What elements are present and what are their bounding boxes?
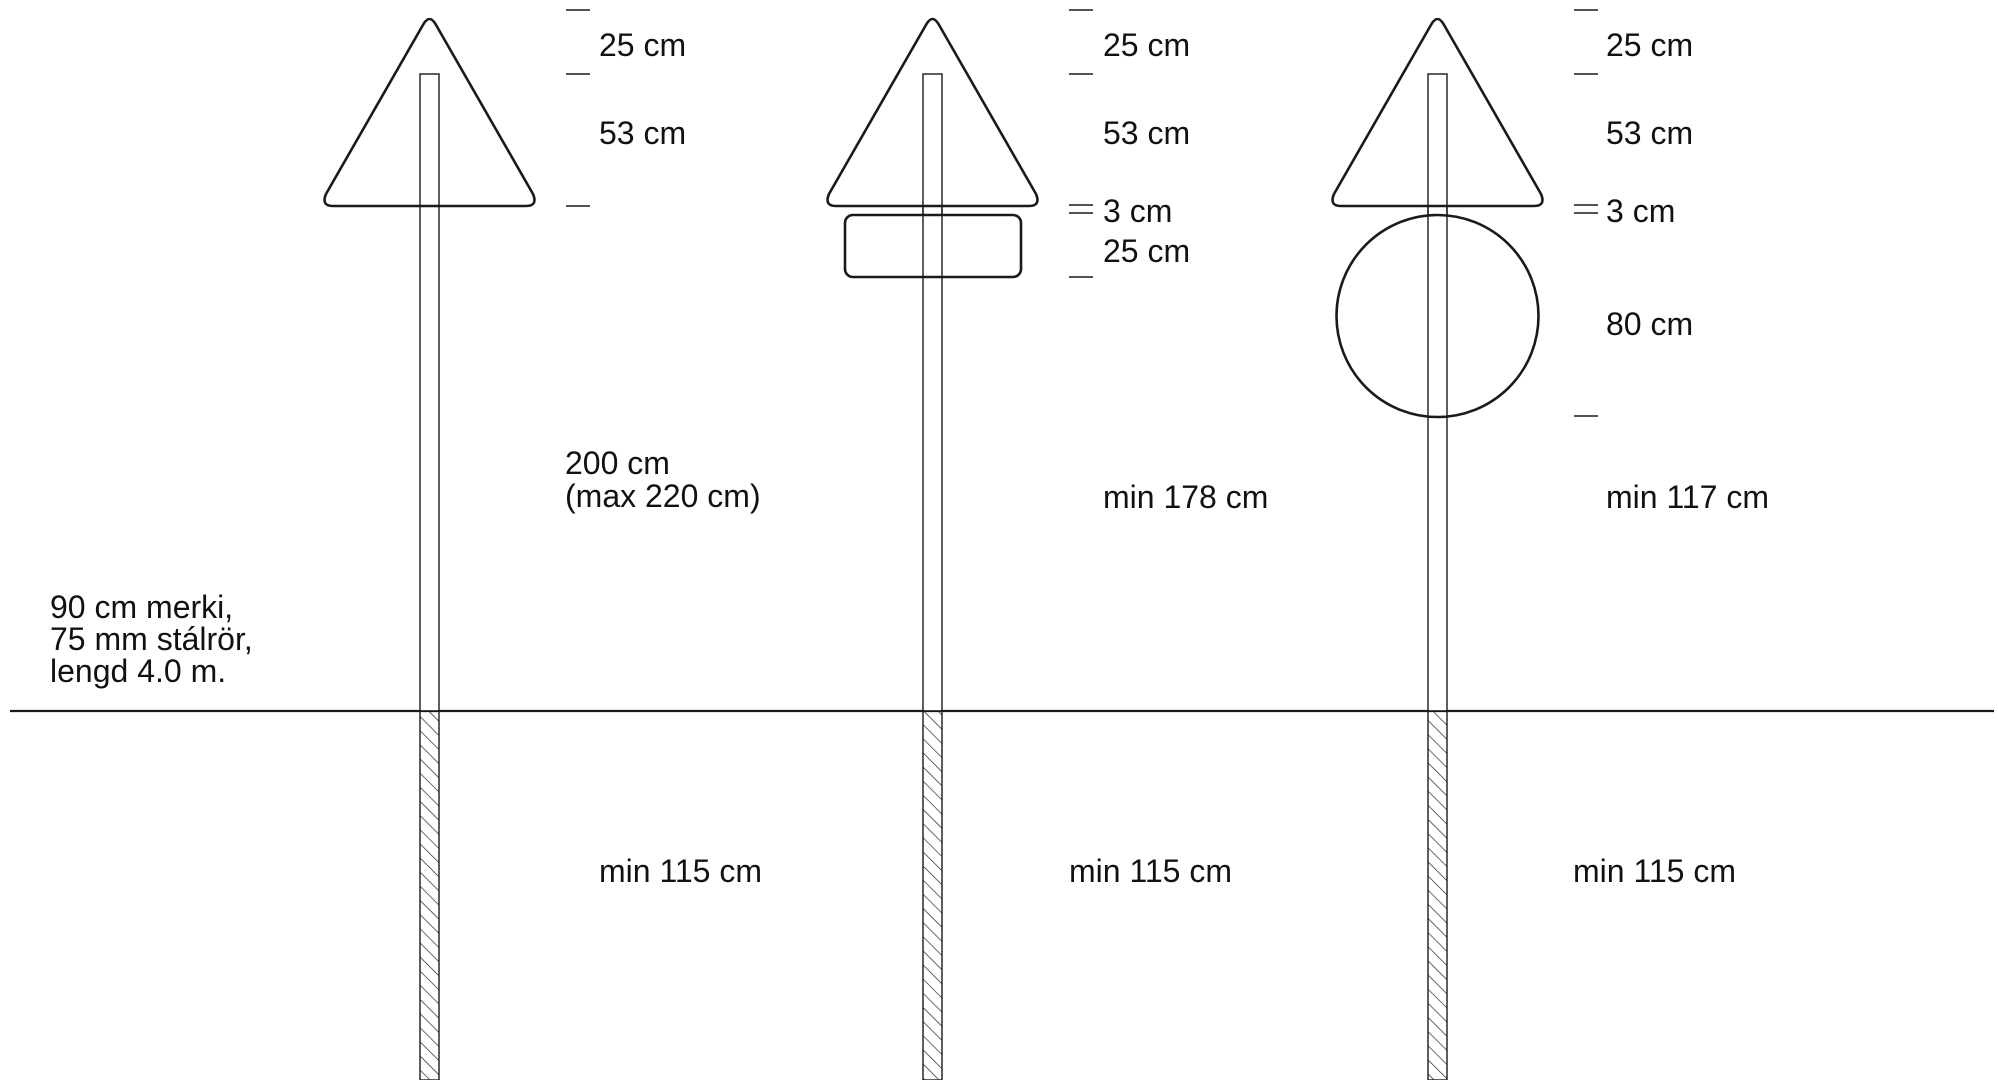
sign-assembly-3: 25 cm 53 cm 3 cm 80 cm min 117 cm min 11… xyxy=(1331,9,1769,1080)
dim-label-plate-height: 25 cm xyxy=(1103,233,1190,269)
clearance-label: 200 cm (max 220 cm) xyxy=(565,445,761,514)
pole-buried xyxy=(419,710,440,1080)
note-line-3: lengd 4.0 m. xyxy=(50,653,226,689)
round-sign xyxy=(1335,213,1540,419)
note-line-1: 90 cm merki, xyxy=(50,589,233,625)
dim-label-gap: 3 cm xyxy=(1103,193,1172,229)
buried-depth-label: min 115 cm xyxy=(1069,853,1232,889)
dim-label-gap: 3 cm xyxy=(1606,193,1675,229)
clearance-label: min 117 cm xyxy=(1606,479,1769,515)
dim-label-triangle-height: 53 cm xyxy=(1103,115,1190,151)
dim-label-triangle-height: 53 cm xyxy=(599,115,686,151)
pole-buried xyxy=(922,710,943,1080)
pole-through-sign xyxy=(1427,73,1448,418)
dim-label-triangle-top: 25 cm xyxy=(1103,27,1190,63)
warning-triangle-sign xyxy=(1331,17,1544,208)
supplementary-plate xyxy=(843,213,1023,279)
sign-assembly-2: 25 cm 53 cm 3 cm 25 cm min 178 cm min 11… xyxy=(826,9,1268,1080)
pole-through-sign xyxy=(922,73,943,278)
warning-triangle-sign xyxy=(826,17,1039,208)
pole-buried xyxy=(1427,710,1448,1080)
clearance-label: min 178 cm xyxy=(1103,479,1268,515)
dim-label-triangle-top: 25 cm xyxy=(599,27,686,63)
buried-depth-label: min 115 cm xyxy=(599,853,762,889)
note-line-2: 75 mm stálrör, xyxy=(50,621,253,657)
note-text: 90 cm merki, 75 mm stálrör, lengd 4.0 m. xyxy=(50,589,262,689)
warning-triangle-sign xyxy=(323,17,536,208)
sign-assembly-1: 25 cm 53 cm 200 cm (max 220 cm) min 115 … xyxy=(323,9,762,1080)
clearance-line-1: 200 cm xyxy=(565,445,670,481)
clearance-line-2: (max 220 cm) xyxy=(565,478,761,514)
dim-label-triangle-height: 53 cm xyxy=(1606,115,1693,151)
dim-label-triangle-top: 25 cm xyxy=(1606,27,1693,63)
pole-through-sign xyxy=(419,73,440,207)
buried-depth-label: min 115 cm xyxy=(1573,853,1736,889)
dim-label-circle-diameter: 80 cm xyxy=(1606,306,1693,342)
